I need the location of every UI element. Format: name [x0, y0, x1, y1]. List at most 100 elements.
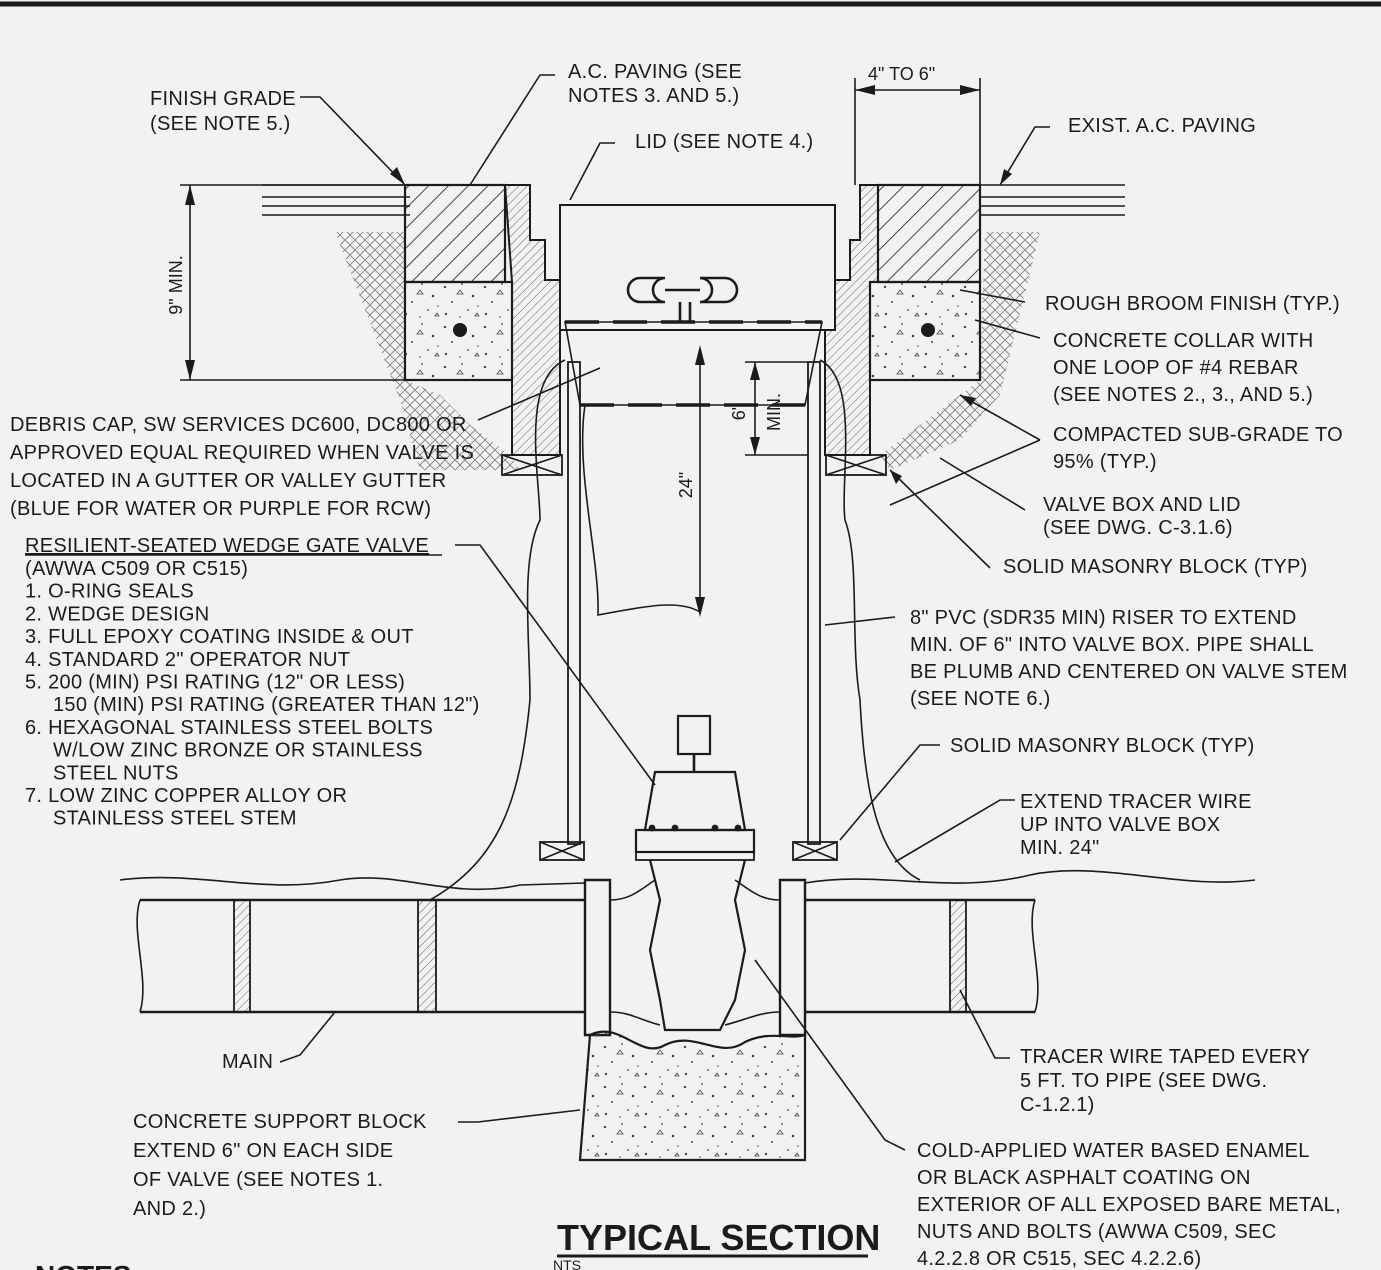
concrete-collar-label-line: ONE LOOP OF #4 REBAR [1053, 357, 1299, 379]
valve-box-label-line: VALVE BOX AND LID [1043, 494, 1241, 516]
valve-box-label: VALVE BOX AND LID(SEE DWG. C-3.1.6) [1043, 494, 1241, 539]
coating-label-line: 4.2.2.8 OR C515, SEC 4.2.2.6) [917, 1248, 1201, 1270]
tracer-extend-label-line: UP INTO VALVE BOX [1020, 814, 1220, 836]
support-block-label-line: CONCRETE SUPPORT BLOCK [133, 1111, 427, 1133]
dimension-collar-width [854, 78, 981, 185]
valve-heading-label: RESILIENT-SEATED WEDGE GATE VALVE [25, 535, 429, 557]
valve-box [503, 184, 879, 456]
drawing-scale: NTS [553, 1257, 581, 1270]
tracer-extend-label-line: MIN. 24" [1020, 837, 1100, 859]
water-main [119, 869, 1256, 1014]
riser-support-blocks [539, 841, 838, 861]
pvc-riser-label: 8" PVC (SDR35 MIN) RISER TO EXTEND MIN. O… [910, 607, 1348, 710]
finish-grade-label-line: FINISH GRADE [150, 88, 296, 110]
ac-paving-label-line: NOTES 3. AND 5.) [568, 85, 740, 107]
ac-paving-label-line: A.C. PAVING (SEE [568, 61, 742, 83]
debris-cap-label-line: APPROVED EQUAL REQUIRED WHEN VALVE IS [10, 442, 474, 464]
support-block-label: CONCRETE SUPPORT BLOCK EXTEND 6" ON EACH … [133, 1111, 427, 1220]
pvc-riser-label-line: (SEE NOTE 6.) [910, 688, 1051, 710]
pvc-riser [567, 361, 821, 845]
concrete-collar-label-line: (SEE NOTES 2., 3., AND 5.) [1053, 384, 1313, 406]
valve-box-label-line: (SEE DWG. C-3.1.6) [1043, 517, 1233, 539]
main-label: MAIN [222, 1051, 273, 1073]
concrete-collar-label: CONCRETE COLLAR WITH ONE LOOP OF #4 REBAR… [1053, 330, 1313, 406]
debris-cap-label-line: DEBRIS CAP, SW SERVICES DC600, DC800 OR [10, 414, 467, 436]
compacted-subgrade-label: COMPACTED SUB-GRADE TO 95% (TYP.) [1053, 424, 1343, 473]
valve-spec-label-line: STEEL NUTS [53, 762, 179, 784]
solid-masonry-block-label-line: SOLID MASONRY BLOCK (TYP) [1003, 556, 1308, 578]
lid-label-line: LID (SEE NOTE 4.) [635, 131, 813, 153]
main-label-line: MAIN [222, 1051, 273, 1073]
valve-spec-label-line: 3. FULL EPOXY COATING INSIDE & OUT [25, 626, 414, 648]
valve-spec-label-line: W/LOW ZINC BRONZE OR STAINLESS [53, 740, 423, 762]
debris-cap-label-line: (BLUE FOR WATER OR PURPLE FOR RCW) [10, 498, 431, 520]
lid-handle [626, 276, 739, 322]
rough-broom-label: ROUGH BROOM FINISH (TYP.) [1045, 293, 1340, 315]
callout-labels: FINISH GRADE (SEE NOTE 5.) A.C. PAVING (SE… [10, 61, 1348, 1270]
coating-label-line: EXTERIOR OF ALL EXPOSED BARE METAL, [917, 1194, 1341, 1216]
exist-paving-label-line: EXIST. A.C. PAVING [1068, 115, 1256, 137]
dim-overlap: 6" [729, 404, 749, 420]
solid-masonry-block-label-2-line: SOLID MASONRY BLOCK (TYP) [950, 735, 1255, 757]
solid-masonry-block-label-2: SOLID MASONRY BLOCK (TYP) [950, 735, 1255, 757]
valve-spec-label-line: STAINLESS STEEL STEM [53, 808, 297, 830]
valve-spec-label-line: (AWWA C509 OR C515) [25, 558, 248, 580]
finish-grade-label: FINISH GRADE (SEE NOTE 5.) [150, 88, 296, 135]
valve-spec-label-line: 5. 200 (MIN) PSI RATING (12" OR LESS) [25, 672, 405, 694]
rebar-right [921, 323, 935, 337]
debris-cap-label: DEBRIS CAP, SW SERVICES DC600, DC800 OR A… [10, 414, 474, 520]
valve-spec-label-line: 2. WEDGE DESIGN [25, 603, 210, 625]
solid-masonry-block-label: SOLID MASONRY BLOCK (TYP) [1003, 556, 1308, 578]
rebar-left [453, 323, 467, 337]
coating-label-line: NUTS AND BOLTS (AWWA C509, SEC [917, 1221, 1276, 1243]
valve-spec-label-line: 150 (MIN) PSI RATING (GREATER THAN 12") [53, 694, 480, 716]
excavation-right [819, 359, 921, 881]
valve-spec-label-line: 1. O-RING SEALS [25, 581, 194, 603]
finish-grade-label-line: (SEE NOTE 5.) [150, 113, 291, 135]
dim-depth: 9" MIN. [166, 255, 186, 314]
tracer-taped-label-line: TRACER WIRE TAPED EVERY [1020, 1046, 1310, 1068]
pvc-riser-label-line: BE PLUMB AND CENTERED ON VALVE STEM [910, 661, 1348, 683]
dimension-depth [180, 184, 405, 381]
support-block-label-line: AND 2.) [133, 1198, 206, 1220]
excavation-left [429, 359, 566, 901]
leader-arrows [390, 167, 1012, 484]
debris-cap [564, 320, 823, 616]
compacted-subgrade-label-line: 95% (TYP.) [1053, 451, 1157, 473]
compacted-subgrade [335, 232, 1040, 470]
valve-spec-label-line: 7. LOW ZINC COPPER ALLOY OR [25, 785, 347, 807]
compacted-subgrade-label-line: COMPACTED SUB-GRADE TO [1053, 424, 1343, 446]
lid-label: LID (SEE NOTE 4.) [635, 131, 813, 153]
dimension-overlap [745, 361, 808, 456]
dim-collar-width: 4" TO 6" [868, 64, 935, 84]
valve-spec-label-line: 6. HEXAGONAL STAINLESS STEEL BOLTS [25, 717, 433, 739]
support-block-label-line: OF VALVE (SEE NOTES 1. [133, 1169, 383, 1191]
rough-broom-label-line: ROUGH BROOM FINISH (TYP.) [1045, 293, 1340, 315]
exist-paving-label: EXIST. A.C. PAVING [1068, 115, 1256, 137]
tracer-taped-label-line: C-1.2.1) [1020, 1094, 1095, 1116]
box-support-blocks [501, 454, 887, 476]
pvc-riser-label-line: MIN. OF 6" INTO VALVE BOX. PIPE SHALL [910, 634, 1314, 656]
debris-cap-label-line: LOCATED IN A GUTTER OR VALLEY GUTTER [10, 470, 446, 492]
pvc-riser-label-line: 8" PVC (SDR35 MIN) RISER TO EXTEND [910, 607, 1297, 629]
concrete-collar-label-line: CONCRETE COLLAR WITH [1053, 330, 1313, 352]
gate-valve [583, 714, 807, 1037]
support-block-label-line: EXTEND 6" ON EACH SIDE [133, 1140, 393, 1162]
dimension-labels: 4" TO 6" 9" MIN. 24" 6" MIN. [166, 64, 935, 498]
coating-label-line: COLD-APPLIED WATER BASED ENAMEL [917, 1140, 1310, 1162]
dim-riser: 24" [676, 472, 696, 498]
dim-overlap-tag: MIN. [764, 393, 784, 431]
concrete-support-block [578, 1030, 807, 1162]
drawing-title: TYPICAL SECTION [557, 1217, 880, 1258]
leader-lines [279, 74, 1050, 1151]
notes-heading: NOTES: [35, 1260, 141, 1270]
tracer-taped-label-line: 5 FT. TO PIPE (SEE DWG. [1020, 1070, 1267, 1092]
dimension-riser [695, 345, 705, 617]
tracer-extend-label-line: EXTEND TRACER WIRE [1020, 791, 1252, 813]
